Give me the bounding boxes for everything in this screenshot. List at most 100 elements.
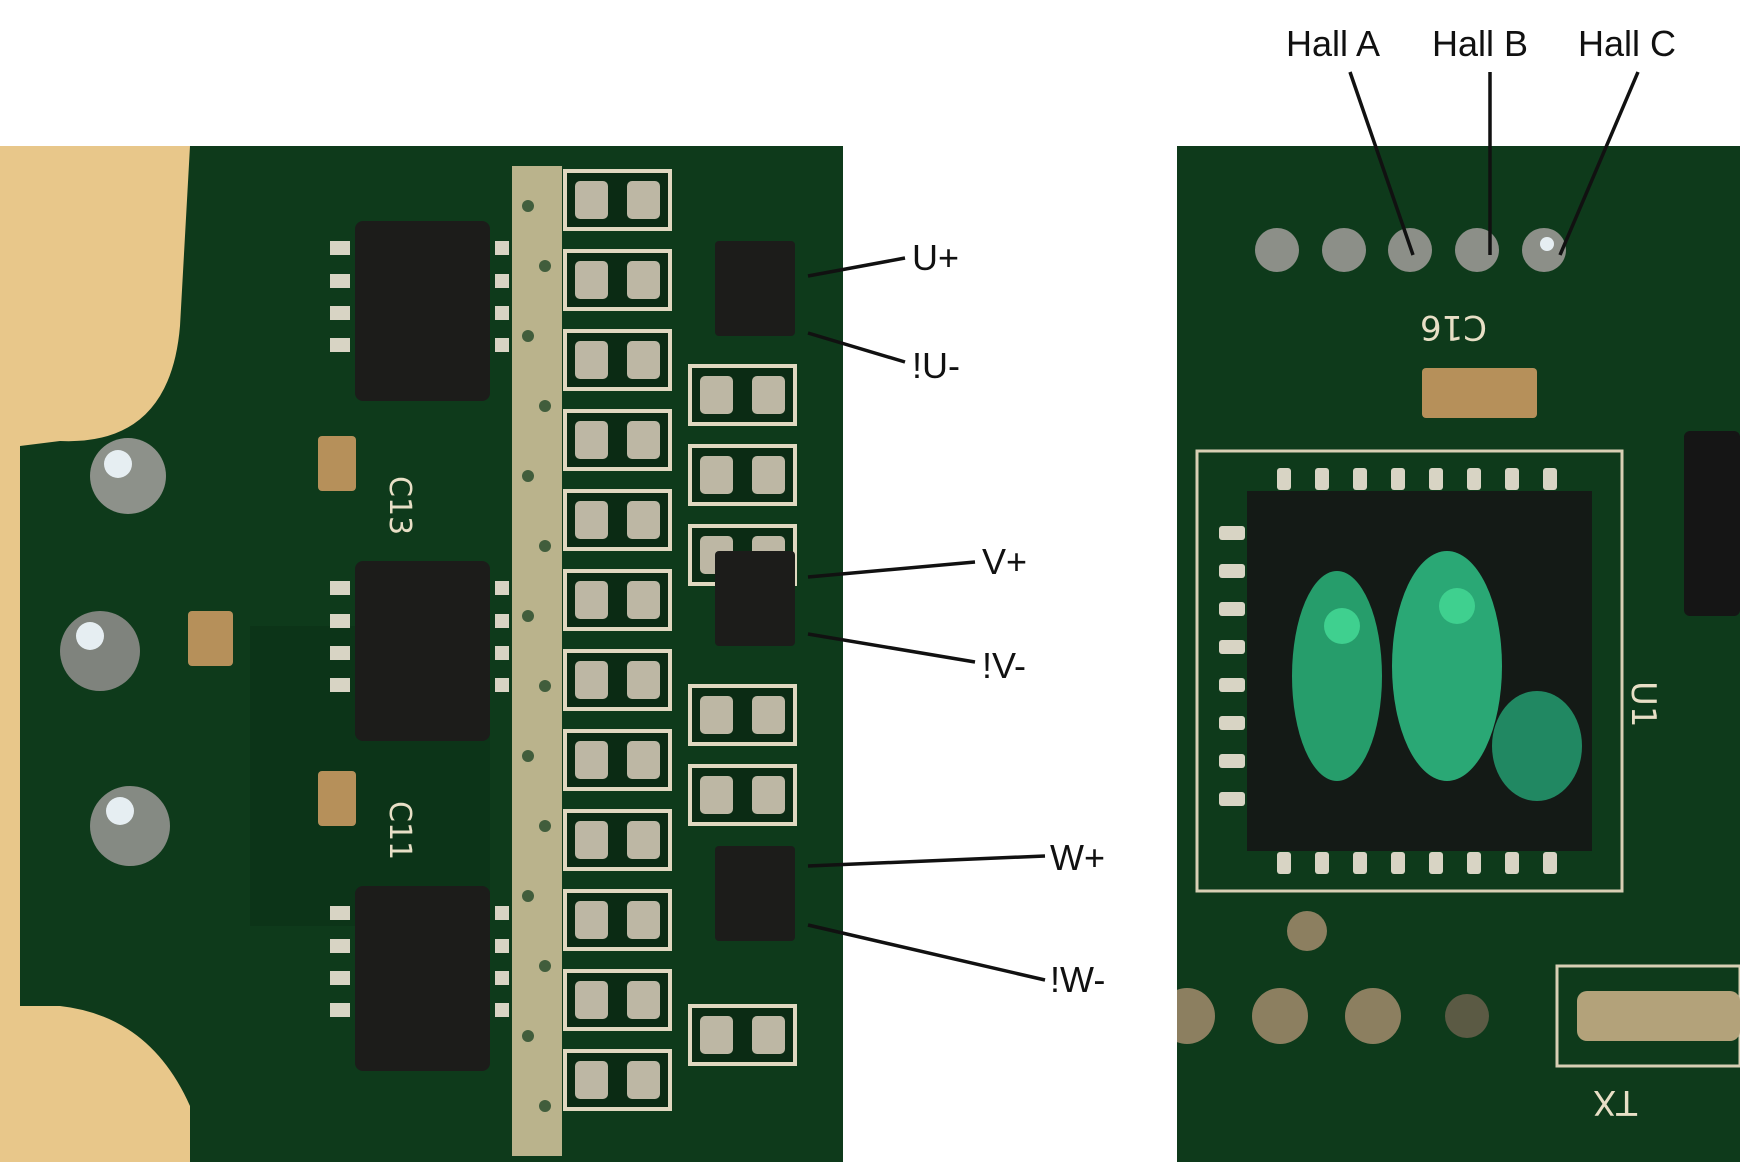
mosfet-chip [355,221,490,401]
driver-chip [715,846,795,941]
resistor-pad [700,1016,733,1054]
mcu-pin [1219,526,1245,540]
silk-strip [512,166,562,1156]
resistor-pad [627,261,660,299]
mcu-pin [1391,852,1405,874]
resistor-pad [575,261,608,299]
resistor-pad [627,981,660,1019]
resistor-pad [627,421,660,459]
capacitor [188,611,233,666]
hall-c-label: Hall C [1578,23,1677,64]
resistor-pad [575,661,608,699]
resistor-pad [575,581,608,619]
mcu-pin [1277,852,1291,874]
mcu-pin [1505,468,1519,490]
hall-b-label: Hall B [1432,23,1529,64]
mcu-outline [1195,449,1624,893]
glue-blob [1492,691,1582,801]
mcu-pin [1219,678,1245,692]
resistor-pad [627,821,660,859]
solder-pad [90,438,166,514]
gate-driver-chips [715,241,795,941]
solder-pad [90,786,170,866]
mcu-pin [1219,716,1245,730]
mcu-pin [1219,602,1245,616]
w-minus-leader [807,923,1046,982]
mcu-pin [1391,468,1405,490]
right-pcb-illustration: C16 U1 TX [1177,146,1740,1162]
mcu-pins [1219,468,1557,874]
mcu-pin [1353,468,1367,490]
resistor-pad [575,501,608,539]
capacitor [318,771,356,826]
resistor-pad [627,901,660,939]
side-component [1684,431,1740,616]
v-minus-label: !V- [982,645,1027,686]
resistor-pad [752,376,785,414]
resistor-pad [575,981,608,1019]
resistor-pad [627,1061,660,1099]
glue-blob [1392,551,1502,781]
hall-b-pad [1455,228,1499,272]
crystal-outline [1555,964,1740,1068]
mcu-pin [1277,468,1291,490]
resistor-array [563,169,797,1111]
mcu-pin [1315,852,1329,874]
resistor-pad [700,456,733,494]
resistor-pad [575,821,608,859]
mcu-pin [1315,468,1329,490]
solder-pad [60,611,140,691]
mcu-pin [1219,792,1245,806]
silk-tx: TX [1593,1082,1638,1122]
capacitors [188,436,356,826]
mcu-pin [1467,468,1481,490]
resistor-pad [627,741,660,779]
resistor-pad [700,696,733,734]
driver-chip [715,551,795,646]
w-plus-leader [807,854,1046,868]
mcu-pin [1543,852,1557,874]
resistor-pad [627,661,660,699]
header-pad [1322,228,1366,272]
hall-a-pad [1388,228,1432,272]
resistor-pad [627,341,660,379]
mcu-pin [1467,852,1481,874]
resistor-pad [575,181,608,219]
resistor-pad [700,376,733,414]
resistor-pad [575,901,608,939]
mosfet-chip [355,886,490,1071]
mosfet-chips [355,221,490,1071]
left-pcb-illustration: C13 C11 [0,146,843,1162]
w-plus-label: W+ [1050,837,1106,878]
mcu-pin [1219,564,1245,578]
resistor-pad [752,1016,785,1054]
mosfet-pins [330,241,509,1017]
resistor-pad [627,581,660,619]
glue-blob [1292,571,1382,781]
mosfet-chip [355,561,490,741]
resistor-pad [575,741,608,779]
resistor-pad [575,341,608,379]
motor-solder-pads [60,438,170,866]
glue-blobs [1292,551,1582,801]
resistor-pad [700,776,733,814]
mcu-pin [1219,640,1245,654]
resistor-pad [752,696,785,734]
right-pcb-photo: C16 U1 TX [1177,146,1740,1162]
u-plus-label: U+ [912,237,960,278]
u-minus-label: !U- [912,345,960,386]
capacitor [318,436,356,491]
mcu-pin [1505,852,1519,874]
resistor-pad [627,501,660,539]
mcu-pin [1219,754,1245,768]
mcu-pin [1543,468,1557,490]
silk-c13: C13 [382,476,417,535]
mcu-pin [1353,852,1367,874]
resistor-pad [627,181,660,219]
silk-c11: C11 [382,801,417,860]
mcu-pin [1429,468,1443,490]
capacitor-c16 [1422,368,1537,418]
resistor-pad [575,421,608,459]
v-plus-label: V+ [982,541,1028,582]
w-minus-label: !W- [1050,959,1106,1000]
